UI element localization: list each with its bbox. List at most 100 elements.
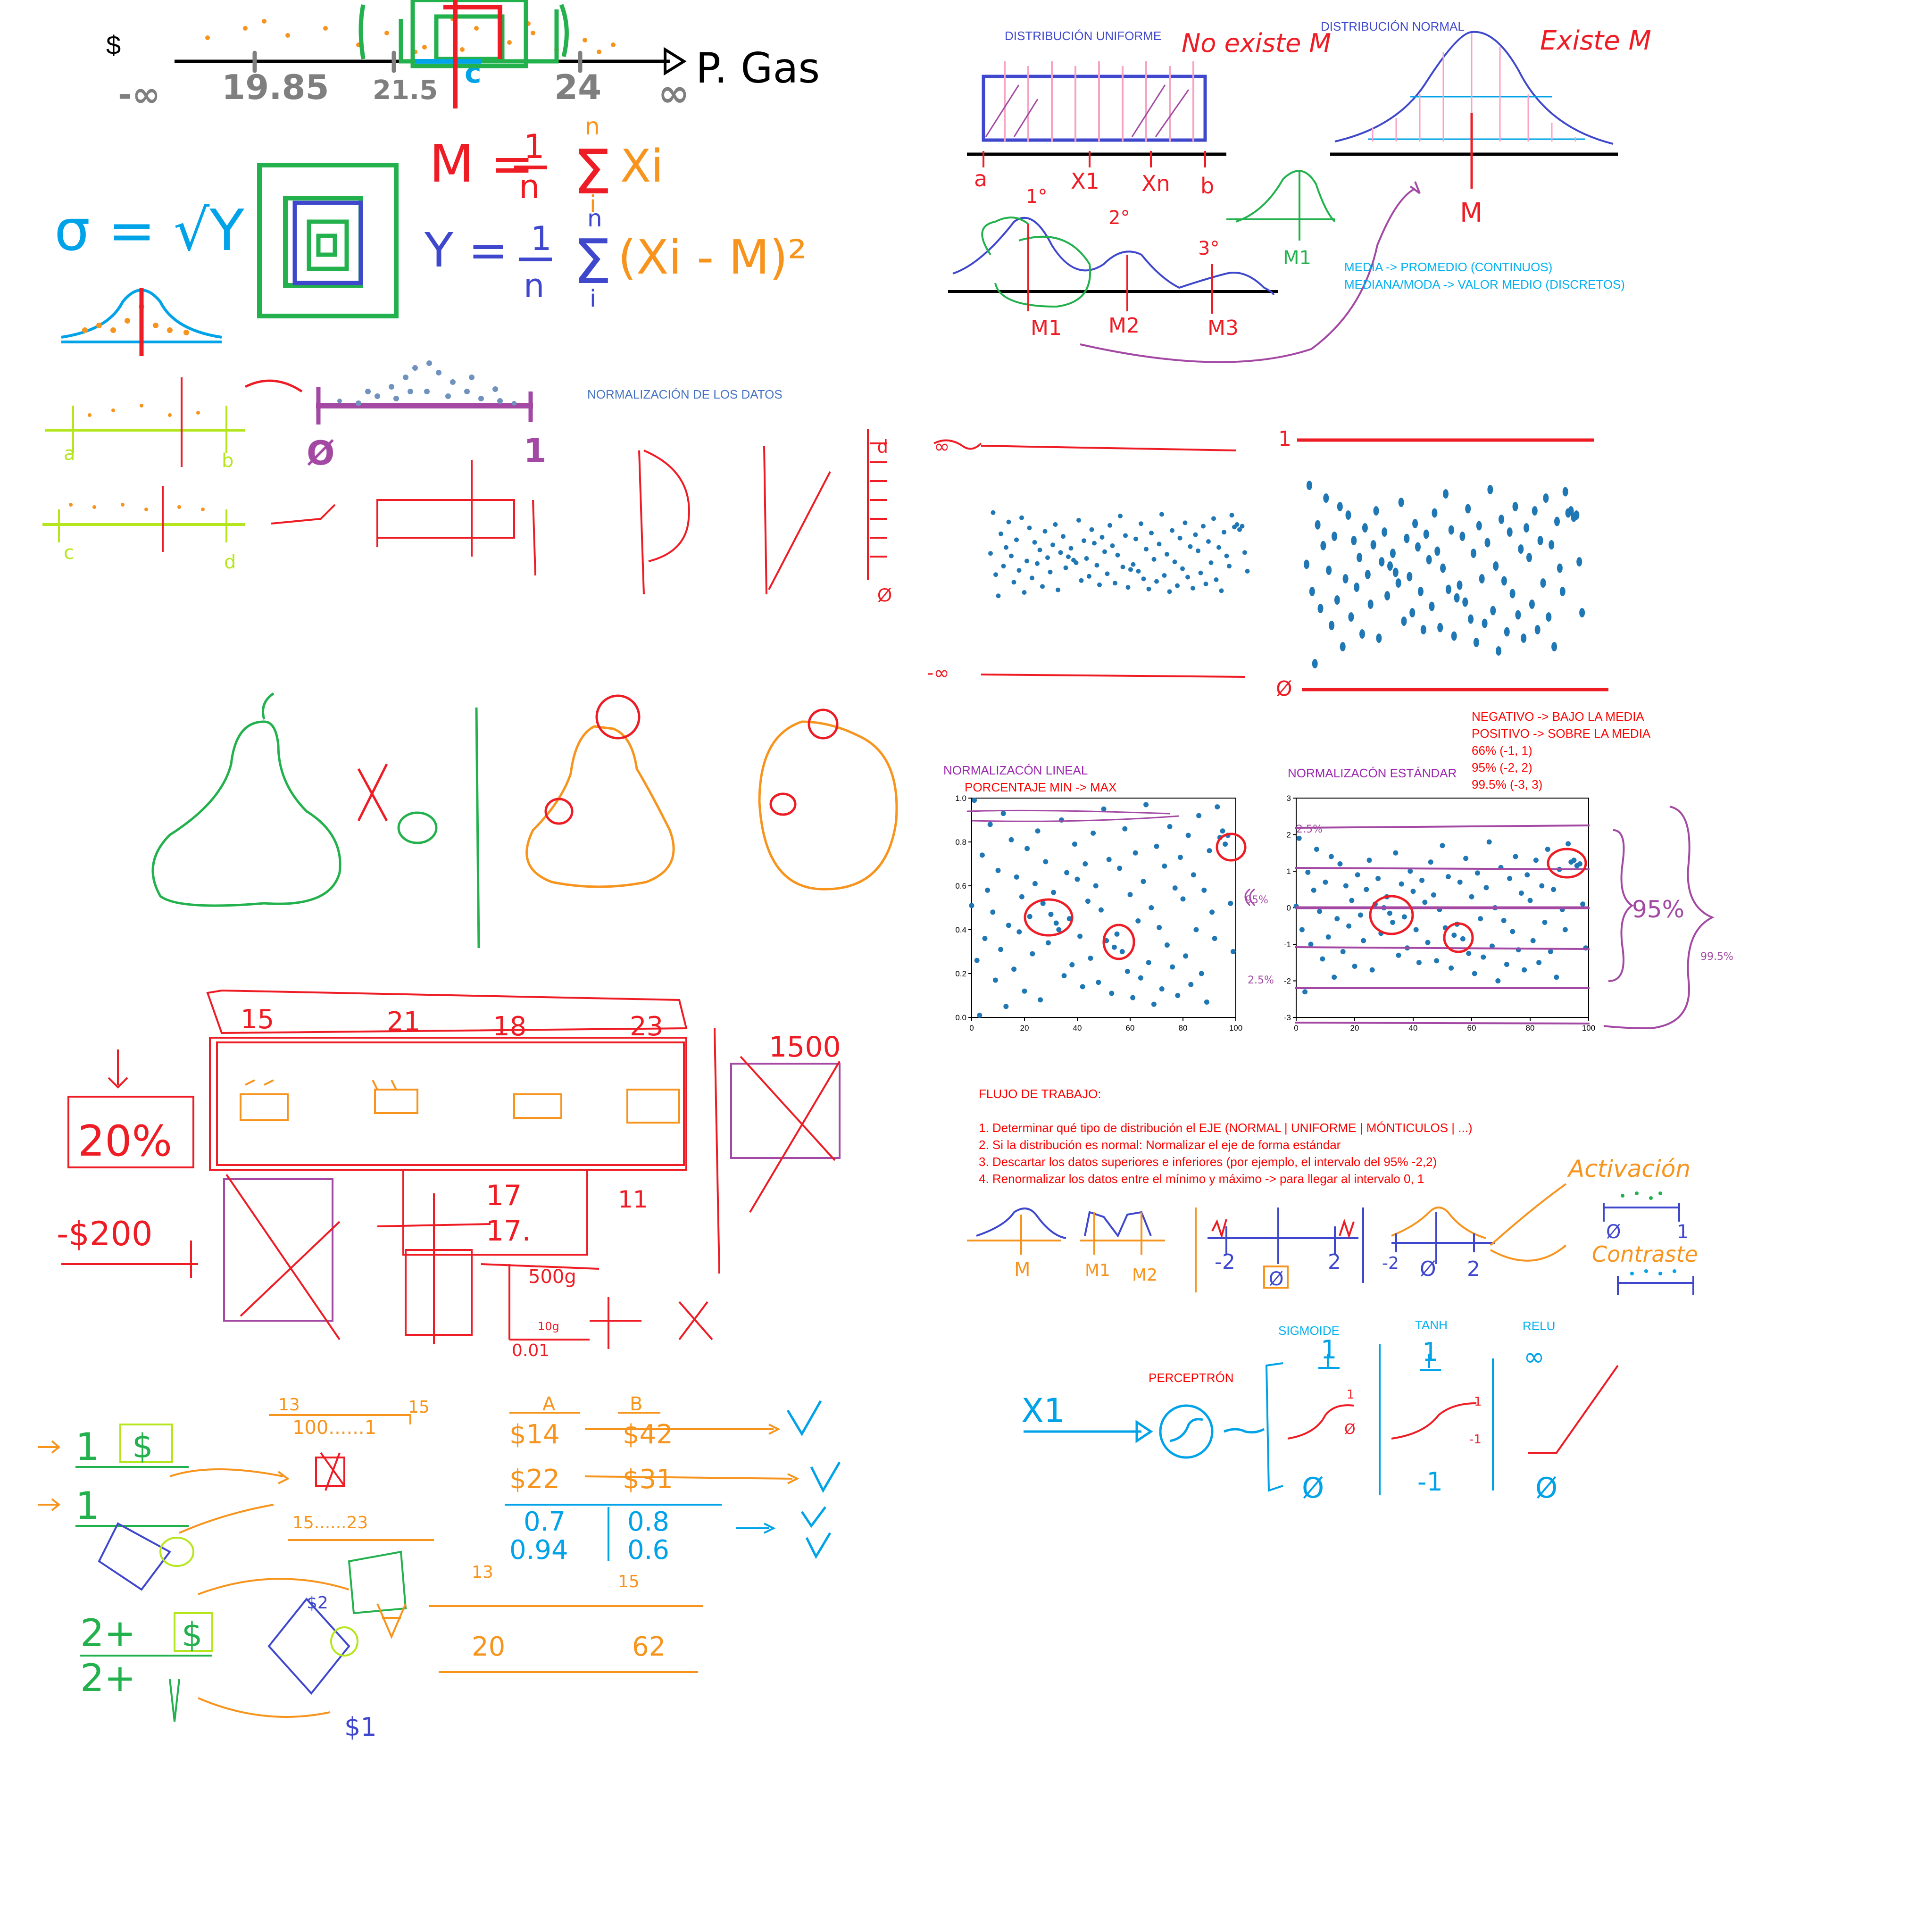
band-left-point: [993, 572, 998, 577]
sig-top: 1: [1321, 1335, 1337, 1365]
two-a-label: 2+: [80, 1611, 136, 1655]
band-right-point: [1504, 627, 1510, 637]
band-right-point: [1437, 623, 1443, 633]
band-left-point: [1048, 569, 1053, 575]
standard-chart-point: [1413, 927, 1419, 933]
band-right-point: [1507, 527, 1513, 537]
linear-chart-point: [1143, 802, 1149, 808]
low-end: 15: [618, 1572, 640, 1591]
band-left-point: [1009, 553, 1014, 558]
band-right-point: [1515, 610, 1521, 620]
band-right-point: [1487, 485, 1493, 494]
band-left-point: [1014, 537, 1019, 542]
scatter-band-sketch: ∞ -∞ 1 Ø: [927, 427, 1608, 701]
linear-chart-point: [1117, 866, 1123, 871]
linear-chart-point: [1096, 980, 1101, 985]
low-b: 62: [632, 1632, 666, 1662]
standard-chart-point: [1522, 967, 1527, 973]
perceptron-title: PERCEPTRÓN: [1149, 1371, 1234, 1385]
standard-chart-point: [1343, 883, 1349, 889]
check-icon-1: [786, 1400, 822, 1436]
standard-chart-point: [1551, 887, 1557, 892]
linear-chart-point: [990, 909, 996, 915]
var-sum-icon: Σ: [573, 226, 612, 298]
n17a-label: 17: [486, 1179, 522, 1212]
band-left-point: [1105, 571, 1110, 576]
band-right-point: [1348, 612, 1354, 622]
sketch-neg2: -2: [1215, 1250, 1235, 1274]
linear-chart-x-tick-label: 0: [969, 1024, 974, 1033]
band-right-point: [1549, 540, 1555, 550]
rule-3: 95% (-2, 2): [1472, 760, 1532, 774]
standard-chart-point: [1510, 929, 1516, 934]
sketch-m2: M2: [1132, 1266, 1158, 1285]
check-icon-3: [800, 1506, 826, 1528]
band-left-point: [1110, 543, 1115, 548]
band-right-point: [1459, 532, 1466, 541]
standard-chart-point: [1449, 965, 1454, 971]
band-right-point: [1351, 536, 1357, 545]
band-left-point: [1125, 585, 1131, 590]
band-left-point: [1139, 521, 1143, 526]
band-left-point: [1211, 516, 1216, 521]
band-left-point: [1180, 566, 1185, 571]
sketch-zero: Ø: [1269, 1268, 1283, 1290]
linear-chart-point: [1006, 923, 1011, 928]
n001-label: 0.01: [512, 1341, 550, 1360]
band-left-point: [1061, 534, 1066, 539]
range-zero: Ø: [307, 434, 335, 473]
band-right-point: [1432, 508, 1438, 518]
standard-chart-point: [1332, 974, 1337, 980]
standard-chart-point: [1308, 941, 1314, 947]
band-left-point: [1131, 562, 1136, 567]
band-left-point: [1237, 527, 1242, 532]
band-left-point: [1094, 563, 1099, 568]
concentric-squares-sketch: [257, 163, 399, 318]
standard-chart-point: [1577, 861, 1582, 866]
band-right-point: [1317, 604, 1324, 613]
linear-chart-point: [1159, 986, 1165, 992]
sig-right-0: Ø: [1344, 1421, 1356, 1438]
head-a: A: [542, 1393, 556, 1415]
normalization-ab-sketch: a b c d: [42, 377, 245, 573]
linear-chart-point: [1127, 892, 1133, 898]
pair-a2: $22: [509, 1464, 560, 1495]
band-left-point: [1227, 564, 1232, 569]
var-sum-bottom: i: [590, 285, 596, 312]
band-right-point: [1417, 587, 1424, 596]
linear-chart-point: [1164, 942, 1170, 948]
band-left-point: [1027, 525, 1032, 531]
band-left-point: [988, 551, 993, 556]
hump-tick-m1: M1: [1031, 316, 1062, 340]
linear-chart-point: [1185, 833, 1191, 838]
standard-title: NORMALIZACÓN ESTÁNDAR: [1288, 766, 1457, 780]
sig-bottom: Ø: [1302, 1472, 1324, 1505]
linear-chart-point: [1130, 995, 1136, 1000]
standard-chart-point: [1299, 927, 1305, 933]
band-right-point: [1484, 538, 1491, 548]
fruit-sketches: [151, 692, 898, 949]
band-right-point: [1412, 519, 1418, 528]
band-left-point: [1198, 570, 1203, 575]
band-left-point: [1037, 548, 1042, 552]
tanh-top: 1: [1422, 1337, 1438, 1367]
band-left-point: [999, 531, 1003, 536]
band-right-point: [1390, 549, 1396, 558]
band-right-point: [1537, 536, 1543, 545]
dollar-sketches: [38, 1414, 799, 1722]
mean-frac-top: 1: [524, 127, 545, 166]
n10g-label: 10g: [538, 1320, 559, 1333]
band-left-point: [1011, 580, 1016, 585]
range2-label: 15......23: [292, 1513, 368, 1532]
dollar-icon-1: $: [132, 1427, 153, 1466]
workflow-step-1: 1. Determinar qué tipo de distribución e…: [979, 1121, 1473, 1135]
linear-chart-y-tick-label: 0.6: [955, 882, 966, 891]
linear-chart-point: [1228, 900, 1233, 906]
band-right-point: [1429, 601, 1435, 611]
linear-chart-point: [1091, 830, 1096, 836]
standard-chart-point: [1580, 901, 1586, 907]
standard-chart-point: [1317, 908, 1323, 914]
n17b-label: 17.: [486, 1215, 531, 1248]
band-left-point: [1053, 522, 1058, 527]
